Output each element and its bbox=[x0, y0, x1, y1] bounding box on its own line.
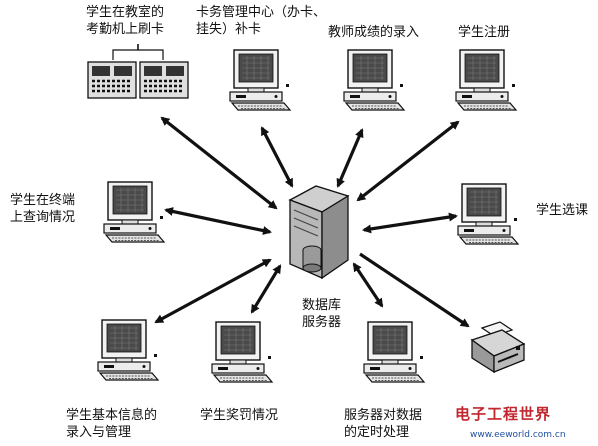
arrow-card-center bbox=[260, 126, 294, 188]
arrow-basic-info bbox=[154, 258, 272, 324]
arrow-course-select bbox=[362, 212, 458, 234]
arrow-timed-processing bbox=[352, 262, 384, 308]
label-rewards: 学生奖罚情况 bbox=[200, 408, 279, 423]
label-server: 数据库 服务器 bbox=[302, 298, 342, 330]
label-card-swipe: 学生在教室的 考勤机上刷卡 bbox=[86, 5, 165, 37]
arrow-student-register bbox=[356, 120, 460, 202]
arrow-card-swipe bbox=[160, 116, 278, 210]
label-terminal-query: 学生在终端 上查询情况 bbox=[10, 193, 76, 225]
pc-timed-processing bbox=[363, 321, 425, 383]
printer-icon bbox=[470, 321, 526, 374]
arrow-terminal-query bbox=[164, 207, 272, 235]
pc-course-select bbox=[457, 183, 519, 245]
label-student-register: 学生注册 bbox=[458, 25, 511, 40]
pc-student-register bbox=[455, 49, 517, 111]
label-teacher-grades: 教师成绩的录入 bbox=[328, 25, 420, 40]
pc-terminal-query bbox=[103, 181, 165, 243]
arrow-rewards bbox=[250, 264, 282, 314]
pc-rewards bbox=[211, 321, 273, 383]
label-course-select: 学生选课 bbox=[536, 203, 589, 218]
arrow-teacher-grades bbox=[336, 128, 364, 188]
label-basic-info: 学生基本信息的 录入与管理 bbox=[66, 408, 158, 440]
database-server-icon bbox=[288, 185, 350, 280]
pc-basic-info bbox=[97, 319, 159, 381]
pc-card-center bbox=[229, 49, 291, 111]
attendance-machines bbox=[87, 44, 189, 99]
label-card-center: 卡务管理中心（办卡、 挂失）补卡 bbox=[196, 5, 327, 37]
watermark-brand: 电子工程世界 bbox=[455, 405, 552, 423]
arrow-printer bbox=[359, 252, 470, 328]
watermark-url: www.eeworld.com.cn bbox=[470, 430, 566, 440]
label-timed-processing: 服务器对数据 的定时处理 bbox=[344, 408, 423, 440]
pc-teacher-grades bbox=[343, 49, 405, 111]
connection-arrows bbox=[154, 116, 470, 328]
